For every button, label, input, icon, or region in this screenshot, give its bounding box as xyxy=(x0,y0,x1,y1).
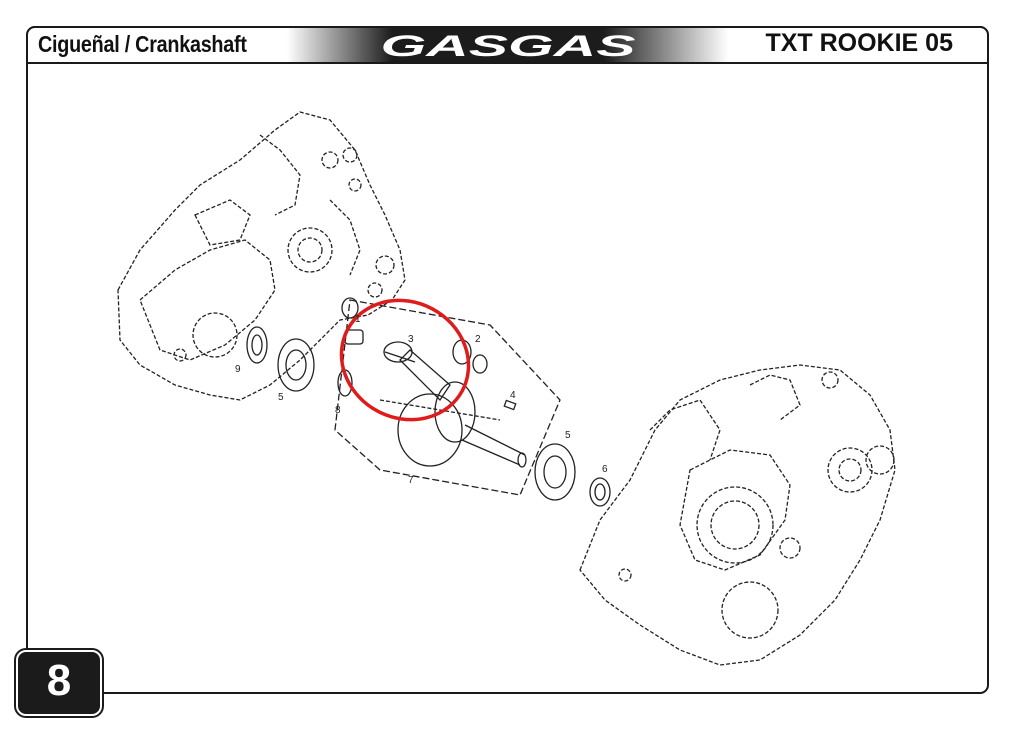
callout-3: 3 xyxy=(408,334,414,345)
header-bar: Cigueñal / Crankashaft GASGAS TXT ROOKIE… xyxy=(26,26,989,64)
callout-4: 4 xyxy=(510,390,516,401)
right-crankcase xyxy=(579,364,896,666)
highlight-circle xyxy=(339,298,471,422)
callout-9: 9 xyxy=(235,364,241,375)
section-title: Cigueñal / Crankashaft xyxy=(38,31,247,57)
callout-1: 1 xyxy=(355,314,361,325)
callout-6: 6 xyxy=(602,464,608,475)
callout-5-left: 5 xyxy=(278,392,284,403)
svg-text:GASGAS: GASGAS xyxy=(381,30,636,63)
callout-5-right: 5 xyxy=(565,430,571,441)
callout-2: 2 xyxy=(475,334,481,345)
callout-8: 8 xyxy=(335,405,341,416)
gasgas-logo: GASGAS xyxy=(381,30,636,63)
page-number: 8 xyxy=(46,656,72,705)
model-title: TXT ROOKIE 05 xyxy=(765,29,953,57)
left-crankcase xyxy=(117,111,406,401)
callout-7: 7 xyxy=(408,475,414,486)
page-number-badge: 8 xyxy=(16,650,102,716)
